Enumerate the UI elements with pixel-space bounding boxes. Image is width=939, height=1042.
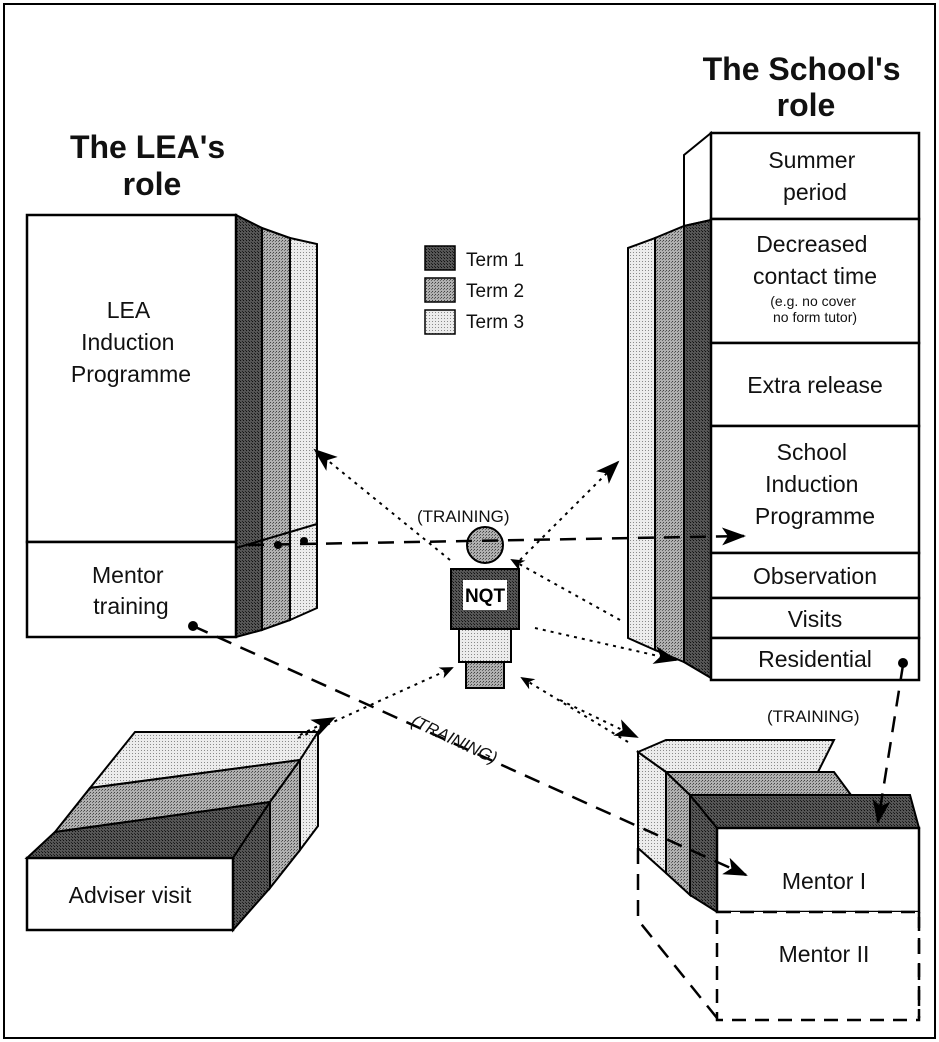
- nqt-to-school-arrow: [519, 460, 620, 561]
- school-tower: Summer period Decreased contact time (e.…: [627, 130, 921, 682]
- mentor-to-nqt-arrow: [520, 676, 629, 743]
- training-horizontal: [247, 527, 746, 547]
- nqt-label: NQT: [465, 586, 506, 607]
- school-term1-face: [683, 218, 712, 680]
- training-residential-to-mentor: [872, 664, 905, 824]
- training-label-diagonal: (TRAINING): [408, 711, 500, 767]
- legend: Term 1 Term 2 Term 3: [424, 245, 524, 335]
- training-label-top: (TRAINING): [417, 507, 510, 526]
- nqt-head: [466, 526, 504, 564]
- summer-period-label: Summer period: [768, 147, 861, 205]
- nqt-feet: [465, 661, 505, 689]
- observation-label: Observation: [753, 563, 877, 589]
- mentor-1-label: Mentor I: [782, 868, 866, 894]
- adviser-visit-box: [25, 856, 235, 932]
- school-induction-label: School Induction Programme: [755, 439, 875, 529]
- legend-term2-swatch: [424, 277, 456, 303]
- mentor-2-label: Mentor II: [779, 941, 870, 967]
- legend-term1-label: Term 1: [466, 250, 524, 271]
- adviser-visit-block: Adviser visit: [24, 728, 320, 933]
- mentor-term1-top: [687, 794, 921, 829]
- mentor-training-box: [25, 540, 238, 639]
- lea-induction-label: LEA Induction Programme: [71, 297, 191, 387]
- school-term2-face: [654, 224, 685, 664]
- nqt-to-mentor-arrow: [559, 699, 639, 738]
- legend-term1-swatch: [424, 245, 456, 271]
- lea-term1-face: [235, 213, 263, 639]
- training-label-right: (TRAINING): [767, 707, 860, 726]
- school-top-cap: [683, 130, 712, 228]
- mentor-2-box: [715, 910, 921, 1022]
- school-title: The School's role: [703, 51, 910, 123]
- mentor-block: Mentor I Mentor II: [635, 739, 921, 1022]
- legend-term3-label: Term 3: [466, 312, 524, 333]
- decreased-contact-label: Decreased contact time: [753, 231, 877, 289]
- extra-release-label: Extra release: [747, 372, 883, 398]
- residential-box: [709, 636, 921, 682]
- lea-term3-face: [289, 236, 318, 622]
- nqt-chest: [463, 580, 507, 610]
- legend-term2-label: Term 2: [466, 281, 524, 302]
- decreased-contact-note: (e.g. no cover no form tutor): [770, 293, 860, 325]
- nqt-figure: NQT: [450, 526, 520, 689]
- training-dot-b: [300, 537, 308, 545]
- adviser-visit-label: Adviser visit: [69, 882, 192, 908]
- summer-period-box: [709, 131, 921, 221]
- mentor-training-label: Mentor training: [92, 562, 170, 619]
- lea-induction-box: [25, 213, 238, 544]
- lea-term2-face: [261, 226, 291, 632]
- training-diagonal-origin: [188, 621, 198, 631]
- mentor-term2-top: [663, 771, 853, 796]
- nqt-to-residential-arrow: [534, 627, 678, 664]
- training-connectors: [188, 527, 921, 1018]
- training-dot-a: [274, 541, 282, 549]
- decreased-contact-box: [709, 217, 921, 345]
- adviser-side-3: [299, 728, 319, 853]
- school-to-nqt-arrow: [510, 559, 621, 621]
- lea-tower: LEA Induction Programme Mentor training: [25, 213, 318, 639]
- visits-label: Visits: [788, 606, 843, 632]
- legend-term3-swatch: [424, 309, 456, 335]
- residential-label: Residential: [758, 646, 872, 672]
- visits-box: [709, 596, 921, 640]
- school-term3-face: [627, 236, 656, 652]
- lea-title: The LEA's role: [70, 129, 234, 202]
- training-residential-origin: [898, 658, 908, 668]
- nqt-to-lea-arrow: [313, 448, 451, 561]
- training-diagonal: [192, 624, 748, 877]
- mentor-term3-top: [635, 739, 836, 773]
- nqt-legs: [458, 628, 512, 663]
- mentor-1-box: [715, 826, 921, 914]
- outer-frame: [3, 3, 936, 1039]
- dotted-connectors: [297, 448, 678, 743]
